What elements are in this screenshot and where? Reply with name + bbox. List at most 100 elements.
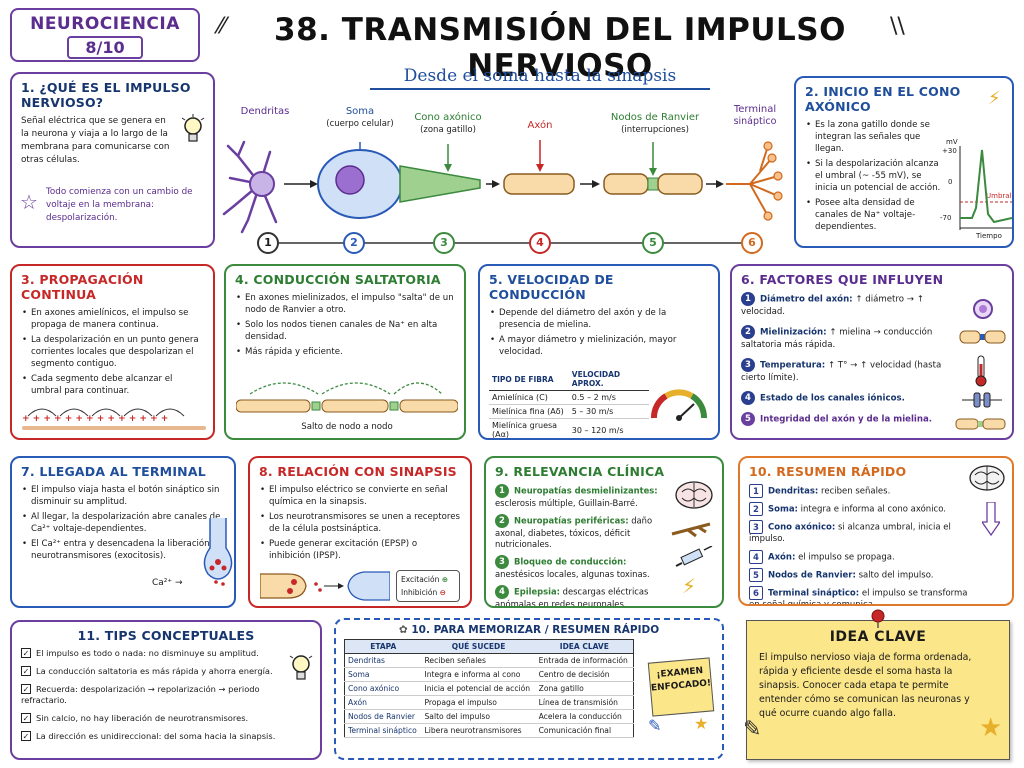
- speedometer-icon: [648, 374, 710, 424]
- synapse-legend: Excitación ⊕ Inhibición ⊖: [396, 570, 460, 602]
- section-7-title: 7. LLEGADA AL TERMINAL: [21, 464, 206, 479]
- section-propagacion: 3. PROPAGACIÓN CONTINUA En axones amielí…: [10, 264, 215, 440]
- idea-clave-title: IDEA CLAVE: [829, 629, 927, 645]
- pencil-icon: ✎: [743, 717, 762, 742]
- section-5-title: 5. VELOCIDAD DE CONDUCCIÓN: [489, 272, 614, 302]
- s3-bullet: En axones amielínicos, el impulso se pro…: [21, 307, 204, 331]
- myelin-icon: [958, 326, 1006, 352]
- memo-title: ✿ 10. PARA MEMORIZAR / RESUMEN RÁPIDO: [398, 624, 660, 636]
- tip-item: ✓La conducción saltatoria es más rápida …: [21, 666, 273, 676]
- tip-item: ✓La dirección es unidireccional: del som…: [21, 731, 276, 741]
- saltatory-figure: [235, 376, 459, 416]
- checkbox-icon: ✓: [21, 684, 31, 694]
- lightbulb-icon: [180, 114, 206, 148]
- s7-bullet: Al llegar, la despolarización abre canal…: [21, 511, 231, 535]
- brain-icon: ✿: [398, 624, 412, 636]
- calcium-label: Ca²⁺ →: [152, 578, 183, 588]
- step-2: 2: [343, 232, 365, 254]
- step-4: 4: [529, 232, 551, 254]
- idea-clave-text: El impulso nervioso viaja de forma orden…: [759, 652, 972, 719]
- diagram-label-nodos: Nodos de Ranvier(interrupciones): [610, 112, 700, 135]
- section-1-text: Señal eléctrica que se genera en la neur…: [21, 116, 170, 165]
- s7-bullet: El impulso viaja hasta el botón sináptic…: [21, 484, 231, 508]
- action-potential-graph: mV +30 0 -70 Umbral Tiempo: [940, 138, 1012, 240]
- idea-clave-note: IDEA CLAVE El impulso nervioso viaja de …: [743, 609, 1010, 760]
- s3-bullet: La despolarización en un punto genera co…: [21, 334, 204, 370]
- s5-bullet: A mayor diámetro y mielinización, mayor …: [489, 334, 709, 358]
- nerve-icon: [670, 520, 714, 542]
- section-8-title: 8. RELACIÓN CON SINAPSIS: [259, 464, 457, 479]
- section-memorizar: ✿ 10. PARA MEMORIZAR / RESUMEN RÁPIDO ET…: [334, 618, 724, 760]
- arrow-down-icon: [980, 501, 1002, 540]
- continuous-propagation-figure: + + + + + + + + + + + + + +: [22, 402, 206, 436]
- s2-bullet: Si la despolarización alcanza el umbral …: [805, 158, 945, 194]
- subject-label: NEUROCIENCIA: [30, 14, 180, 34]
- brain-icon: [968, 464, 1006, 496]
- section-llegada-terminal: 7. LLEGADA AL TERMINAL El impulso viaja …: [10, 456, 236, 608]
- diagram-label-dendritas: Dendritas: [240, 106, 290, 117]
- section-9-title: 9. RELEVANCIA CLÍNICA: [495, 464, 665, 479]
- tip-item: ✓Sin calcio, no hay liberación de neurot…: [21, 713, 249, 723]
- s2-bullet: Posee alta densidad de canales de Na⁺ vo…: [805, 197, 945, 233]
- section-sinapsis: 8. RELACIÓN CON SINAPSIS El impulso eléc…: [248, 456, 472, 608]
- s8-bullet: Los neurotransmisores se unen a receptor…: [259, 511, 461, 535]
- saltatory-caption: Salto de nodo a nodo: [301, 422, 393, 432]
- section-1-note: Todo comienza con un cambio de voltaje e…: [46, 187, 193, 223]
- s4-bullet: En axones mielinizados, el impulso "salt…: [235, 292, 455, 316]
- ion-channel-icon: [962, 392, 1002, 412]
- neuron-diagram: Dendritas Soma(cuerpo celular) Cono axón…: [220, 96, 790, 258]
- exam-stamp: ¡EXAMEN ENFOCADO!: [647, 657, 715, 717]
- section-tips: 11. TIPS CONCEPTUALES ✓El impulso es tod…: [10, 620, 322, 760]
- thermometer-icon: [972, 354, 990, 392]
- synapse-figure: [259, 566, 391, 606]
- diagram-label-soma: Soma(cuerpo celular): [326, 106, 394, 129]
- section-4-title: 4. CONDUCCIÓN SALTATORIA: [235, 272, 441, 287]
- tip-item: ✓El impulso es todo o nada: no disminuye…: [21, 648, 259, 658]
- table-row: Amielínica (C)0.5 – 2 m/s: [489, 390, 649, 405]
- page-subtitle: Desde el soma hasta la sinapsis: [370, 66, 710, 90]
- table-row: Mielínica fina (Aδ)5 – 30 m/s: [489, 404, 649, 419]
- s8-bullet: El impulso eléctrico se convierte en señ…: [259, 484, 461, 508]
- section-que-es: 1. ¿QUÉ ES EL IMPULSO NERVIOSO? Señal el…: [10, 72, 215, 248]
- s7-bullet: El Ca²⁺ entra y desencadena la liberació…: [21, 538, 231, 562]
- diagram-label-cono: Cono axónico(zona gatillo): [414, 112, 482, 135]
- page-number: 8/10: [67, 36, 143, 59]
- section-11-title: 11. TIPS CONCEPTUALES: [77, 628, 255, 643]
- tip-item: ✓Recuerda: despolarización → repolarizac…: [21, 684, 260, 705]
- star-icon: ★: [694, 714, 709, 733]
- s2-bullet: Es la zona gatillo donde se integran las…: [805, 119, 945, 155]
- step-1: 1: [257, 232, 279, 254]
- s4-bullet: Solo los nodos tienen canales de Na⁺ en …: [235, 319, 455, 343]
- axon-cross-section-icon: [972, 298, 994, 324]
- lightning-icon: ⚡: [988, 88, 1001, 109]
- axon-integrity-icon: [954, 416, 1008, 436]
- checkbox-icon: ✓: [21, 666, 31, 676]
- star-icon: ★: [979, 713, 1003, 743]
- checkbox-icon: ✓: [21, 731, 31, 741]
- section-1-title: 1. ¿QUÉ ES EL IMPULSO NERVIOSO?: [21, 80, 191, 110]
- s5-bullet: Depende del diámetro del axón y de la pr…: [489, 307, 709, 331]
- star-icon: ☆: [20, 190, 38, 214]
- section-10-title: 10. RESUMEN RÁPIDO: [749, 464, 907, 479]
- s4-bullet: Más rápida y eficiente.: [235, 346, 455, 358]
